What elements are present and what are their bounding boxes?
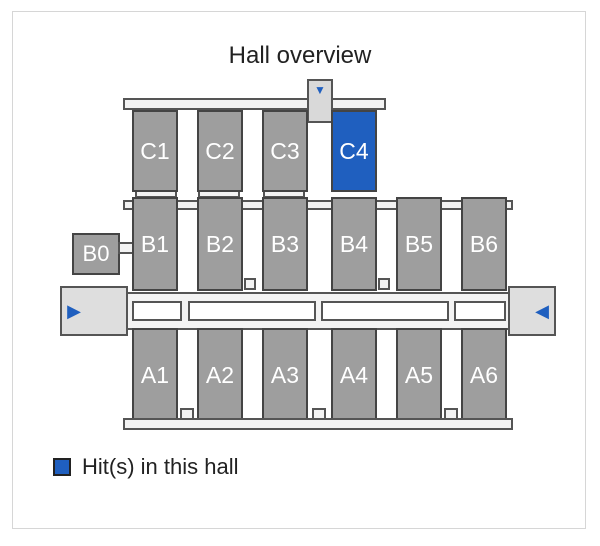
stall-b5[interactable]: B5	[396, 197, 442, 291]
legend-swatch	[53, 458, 71, 476]
stall-a3[interactable]: A3	[262, 328, 308, 422]
stall-b2[interactable]: B2	[197, 197, 243, 291]
left-gate[interactable]: ▶	[60, 286, 128, 336]
arrow-right-icon: ▶	[67, 300, 81, 321]
right-gate[interactable]: ◀	[508, 286, 556, 336]
stall-a5[interactable]: A5	[396, 328, 442, 422]
arrow-left-icon: ◀	[535, 300, 549, 321]
stall-c2[interactable]: C2	[197, 110, 243, 192]
stall-a1[interactable]: A1	[132, 328, 178, 422]
connector	[378, 278, 390, 290]
corridor-segment	[132, 301, 182, 321]
stall-b3[interactable]: B3	[262, 197, 308, 291]
stall-c4[interactable]: C4	[331, 110, 377, 192]
stall-c3[interactable]: C3	[262, 110, 308, 192]
connector	[244, 278, 256, 290]
connector	[180, 408, 194, 420]
stall-a4[interactable]: A4	[331, 328, 377, 422]
corridor-segment	[454, 301, 506, 321]
connector	[312, 408, 326, 420]
stall-b6[interactable]: B6	[461, 197, 507, 291]
connector	[444, 408, 458, 420]
scroll-handle[interactable]: ▼	[307, 79, 333, 123]
stall-a2[interactable]: A2	[197, 328, 243, 422]
b-row-rail	[123, 200, 513, 210]
stall-a6[interactable]: A6	[461, 328, 507, 422]
chevron-down-icon: ▼	[314, 83, 326, 97]
corridor-segment	[321, 301, 449, 321]
stall-b1[interactable]: B1	[132, 197, 178, 291]
stall-c1[interactable]: C1	[132, 110, 178, 192]
corridor-segment	[188, 301, 316, 321]
stall-b4[interactable]: B4	[331, 197, 377, 291]
hall-title: Hall overview	[228, 42, 372, 69]
top-rail	[123, 98, 386, 110]
stall-b0[interactable]: B0	[72, 233, 120, 275]
legend-label: Hit(s) in this hall	[82, 454, 239, 479]
